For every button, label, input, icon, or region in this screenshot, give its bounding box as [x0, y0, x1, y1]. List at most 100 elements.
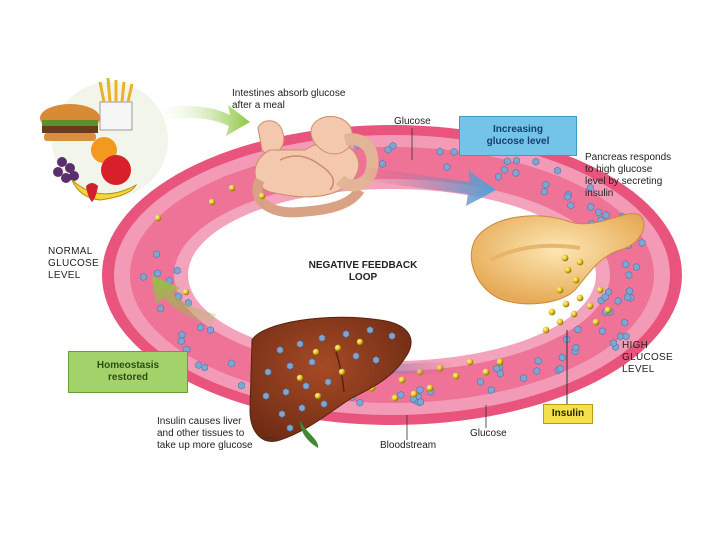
- leader-lines: [262, 128, 487, 440]
- glucose-molecule-icon: [379, 159, 386, 168]
- glucose-molecule-icon: [574, 325, 582, 334]
- glucose-molecule-icon: [154, 269, 161, 278]
- glucose-molecule-icon: [397, 390, 405, 399]
- glucose-molecule-icon: [558, 353, 566, 362]
- glucose-molecule-icon: [594, 208, 602, 217]
- glucose-molecule-icon: [372, 356, 380, 364]
- glucose-molecule-icon: [587, 203, 595, 211]
- glucose-molecule-icon: [153, 250, 160, 259]
- glucose-molecule-icon: [512, 156, 520, 165]
- glucose-molecule-icon: [601, 293, 609, 302]
- intestines-caption: Intestines absorb glucose after a meal: [232, 88, 346, 111]
- glucose-molecule-icon: [495, 172, 502, 181]
- insulin-molecule-icon: [398, 376, 406, 384]
- insulin-molecule-icon: [154, 214, 162, 222]
- insulin-molecule-icon: [338, 368, 346, 376]
- glucose-molecule-icon: [500, 165, 508, 174]
- intestines-icon: [252, 116, 379, 218]
- glucose-molecule-icon: [450, 147, 458, 156]
- homeostasis-arrow: [152, 276, 216, 326]
- insulin-molecule-icon: [496, 358, 504, 366]
- insulin-molecule-icon: [208, 198, 216, 206]
- glucose-molecule-icon: [512, 169, 520, 177]
- increasing-arrow: [360, 166, 496, 206]
- homeostasis-restored-box: Homeostasis restored: [68, 351, 188, 393]
- glucose-molecule-icon: [177, 337, 185, 346]
- glucose-molecule-icon: [542, 180, 550, 189]
- insulin-molecule-icon: [312, 348, 320, 356]
- glucose-molecule-icon: [195, 361, 203, 370]
- glucose-bottom-label: Glucose: [470, 428, 507, 439]
- glucose-molecule-icon: [567, 201, 575, 210]
- glucose-molecule-icon: [207, 326, 214, 335]
- insulin-molecule-icon: [356, 338, 364, 346]
- glucose-molecule-icon: [586, 183, 594, 192]
- meal-food-icon: [40, 77, 168, 202]
- insulin-molecule-icon: [426, 384, 434, 392]
- glucose-molecule-icon: [556, 364, 564, 373]
- glucose-molecule-icon: [443, 163, 451, 172]
- glucose-molecule-icon: [520, 374, 528, 383]
- insulin-molecule-icon: [586, 302, 594, 310]
- glucose-molecule-icon: [417, 398, 425, 406]
- glucose-molecule-icon: [614, 297, 622, 305]
- glucose-molecule-icon: [308, 358, 316, 366]
- insulin-molecule-icon: [564, 266, 572, 274]
- glucose-molecule-icon: [621, 318, 629, 327]
- glucose-molecule-icon: [201, 363, 209, 372]
- glucose-molecule-icon: [262, 392, 270, 400]
- glucose-molecule-icon: [638, 238, 646, 247]
- glucose-molecule-icon: [140, 272, 147, 281]
- glucose-molecule-icon: [302, 382, 310, 390]
- glucose-molecule-icon: [572, 343, 580, 352]
- glucose-molecule-icon: [320, 400, 328, 408]
- glucose-molecule-icon: [178, 330, 186, 339]
- increasing-glucose-box: Increasing glucose level: [459, 116, 577, 156]
- glucose-molecule-icon: [298, 404, 306, 412]
- glucose-molecule-icon: [173, 266, 181, 275]
- insulin-molecule-icon: [542, 326, 550, 334]
- insulin-molecule-icon: [334, 344, 342, 352]
- glucose-molecule-icon: [564, 192, 572, 201]
- glucose-molecule-icon: [632, 263, 640, 272]
- glucose-molecule-icon: [197, 323, 205, 332]
- insulin-molecule-icon: [391, 394, 399, 402]
- glucose-molecule-icon: [493, 364, 501, 373]
- liver-caption: Insulin causes liver and other tissues t…: [157, 416, 253, 451]
- glucose-molecule-icon: [622, 332, 630, 341]
- glucose-molecule-icon: [276, 346, 284, 354]
- insulin-molecule-icon: [410, 390, 418, 398]
- glucose-molecule-icon: [532, 157, 540, 166]
- glucose-molecule-icon: [324, 378, 332, 386]
- insulin-molecule-icon: [296, 374, 304, 382]
- insulin-molecule-icon: [482, 368, 490, 376]
- glucose-molecule-icon: [610, 339, 618, 348]
- glucose-molecule-icon: [286, 424, 294, 432]
- glucose-molecule-icon: [540, 187, 548, 196]
- insulin-molecule-icon: [258, 192, 266, 200]
- glucose-molecule-icon: [602, 211, 610, 220]
- glucose-molecule-icon: [599, 327, 607, 336]
- glucose-molecule-icon: [625, 271, 633, 280]
- insulin-molecule-icon: [556, 286, 564, 294]
- glucose-molecule-icon: [356, 398, 364, 407]
- glucose-molecule-icon: [476, 377, 484, 386]
- bloodstream-label: Bloodstream: [380, 440, 437, 451]
- glucose-molecule-icon: [503, 157, 511, 166]
- glucose-molecule-icon: [318, 334, 326, 342]
- pancreas-icon: [470, 213, 645, 305]
- insulin-molecule-icon: [466, 358, 474, 366]
- glucose-molecule-icon: [554, 166, 561, 175]
- high-glucose-level-label: HIGH GLUCOSE LEVEL: [622, 340, 674, 375]
- insulin-molecule-icon: [314, 392, 322, 400]
- insulin-box: Insulin: [543, 404, 593, 424]
- glucose-molecule-icon: [624, 293, 632, 302]
- insulin-molecule-icon: [561, 254, 569, 262]
- negative-feedback-loop-title: NEGATIVE FEEDBACK LOOP: [308, 260, 418, 283]
- insulin-molecule-icon: [570, 310, 578, 318]
- glucose-molecule-icon: [534, 356, 542, 365]
- insulin-molecule-icon: [548, 308, 556, 316]
- glucose-molecule-icon: [436, 147, 444, 156]
